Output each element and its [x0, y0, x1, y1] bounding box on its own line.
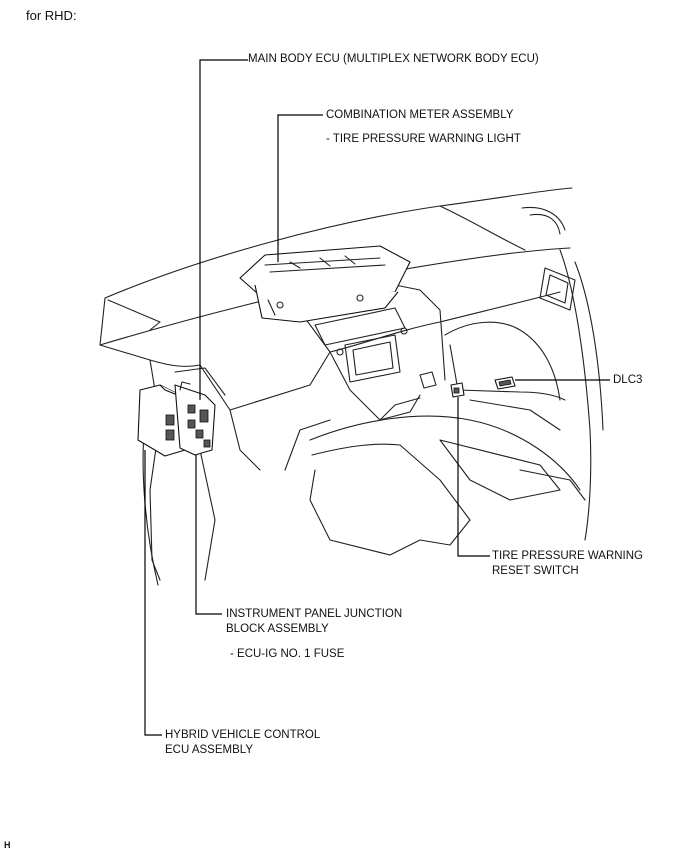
junction-block-cluster — [137, 381, 216, 457]
leader-combination-meter — [277, 114, 323, 262]
label-ecu-ig-fuse: - ECU-IG NO. 1 FUSE — [230, 647, 345, 662]
label-dlc3: DLC3 — [613, 373, 643, 388]
label-tire-warning-light: - TIRE PRESSURE WARNING LIGHT — [326, 132, 521, 147]
label-combination-meter: COMBINATION METER ASSEMBLY — [326, 108, 514, 123]
combination-meter-assembly — [239, 245, 411, 323]
label-tire-reset-switch-1: TIRE PRESSURE WARNING — [492, 549, 644, 564]
tire-pressure-reset-switch — [450, 382, 465, 398]
label-junction-block-1: INSTRUMENT PANEL JUNCTION — [226, 607, 403, 622]
leader-junction-block — [195, 455, 222, 615]
dashboard-top-edge — [104, 187, 573, 299]
label-hybrid-ecu-2: ECU ASSEMBLY — [165, 743, 253, 758]
label-tire-reset-switch-2: RESET SWITCH — [492, 564, 579, 579]
header-label: for RHD: — [26, 8, 77, 23]
label-junction-block-2: BLOCK ASSEMBLY — [226, 622, 329, 637]
figure-code: H — [4, 840, 11, 850]
leader-main-body-ecu — [199, 59, 248, 400]
dlc3-connector — [494, 376, 516, 390]
label-main-body-ecu: MAIN BODY ECU (MULTIPLEX NETWORK BODY EC… — [248, 52, 539, 67]
label-hybrid-ecu-1: HYBRID VEHICLE CONTROL — [165, 728, 321, 743]
leader-tire-reset-switch — [457, 397, 490, 557]
leader-hybrid-ecu — [144, 450, 162, 736]
